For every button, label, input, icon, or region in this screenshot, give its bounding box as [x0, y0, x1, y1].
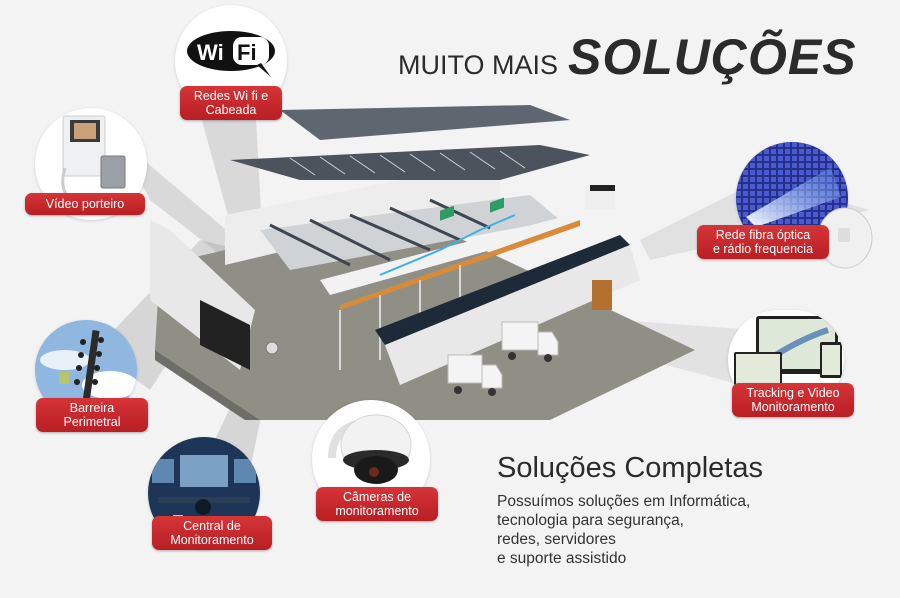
wifi-logo-icon: Wi Fi [187, 31, 275, 77]
dome-camera-icon [328, 414, 412, 484]
electric-fence-icon [40, 329, 137, 416]
label-line: Barreira [69, 401, 115, 415]
label-line: monitoramento [335, 504, 419, 518]
label-line: Central de [183, 519, 241, 533]
label-barreira: Barreira Perimetral [36, 398, 148, 432]
solutions-line: tecnologia para segurança, [497, 512, 684, 529]
svg-text:Wi: Wi [197, 40, 224, 65]
label-line: Rede fibra óptica [715, 228, 811, 242]
video-intercom-icon [61, 115, 126, 200]
label-central: Central de Monitoramento [152, 516, 272, 550]
solutions-description: Possuímos soluções em Informática, tecno… [497, 492, 750, 568]
headline: MUITO MAIS SOLUÇÕES [398, 28, 857, 86]
label-line: Cabeada [205, 103, 257, 117]
label-video-porteiro: Vídeo porteiro [25, 193, 145, 215]
headline-prefix: MUITO MAIS [398, 50, 559, 80]
label-line: Monitoramento [170, 533, 254, 547]
label-fibra: Rede fibra óptica e rádio frequencia [697, 225, 829, 259]
callout-barreira [35, 320, 137, 420]
label-cameras: Câmeras de monitoramento [316, 487, 438, 521]
label-wifi: Redes Wi fi e Cabeada [180, 86, 282, 120]
headline-main: SOLUÇÕES [568, 29, 857, 85]
solutions-line: e suporte assistido [497, 550, 627, 567]
solutions-line: Possuímos soluções em Informática, [497, 493, 751, 510]
radio-antenna-icon [817, 207, 873, 269]
building-illustration [150, 105, 695, 420]
label-line: Vídeo porteiro [45, 197, 125, 211]
label-tracking: Tracking e Video Monitoramento [732, 383, 854, 417]
label-line: Câmeras de [342, 490, 412, 504]
label-line: Perimetral [63, 415, 121, 429]
label-line: e rádio frequencia [712, 242, 814, 256]
solutions-line: redes, servidores [497, 531, 616, 548]
solutions-title: Soluções Completas [497, 452, 763, 484]
label-line: Redes Wi fi e [193, 89, 269, 103]
label-line: Tracking e Video [746, 386, 840, 400]
svg-text:Fi: Fi [237, 40, 257, 65]
tracking-devices-icon [734, 316, 842, 386]
label-line: Monitoramento [751, 400, 835, 414]
